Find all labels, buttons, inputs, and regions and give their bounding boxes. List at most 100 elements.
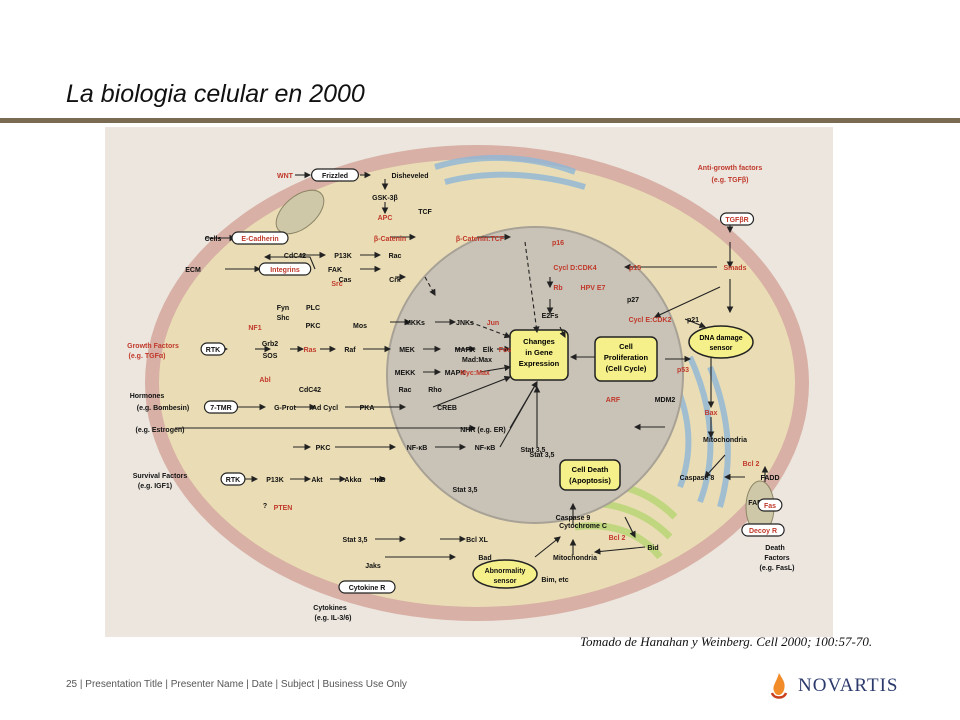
citation: Tomado de Hanahan y Weinberg. Cell 2000;… xyxy=(580,634,873,649)
node-label-raf: Raf xyxy=(344,347,356,354)
node-dishev: Disheveled xyxy=(392,173,429,180)
node-tgfbr: TGFβR xyxy=(719,212,755,226)
node-mos: Mos xyxy=(353,323,367,330)
diagram-svg: Changes in Gene Expression Cell Prolifer… xyxy=(105,127,833,637)
node-agf2: (e.g. TGFβ) xyxy=(712,177,749,184)
node-akt: Akt xyxy=(311,477,323,484)
node-fap: FAP xyxy=(748,500,762,507)
node-df3: (e.g. FasL) xyxy=(759,565,794,572)
node-hormones: Hormones xyxy=(130,393,165,400)
node-label-p15: p15 xyxy=(629,265,641,272)
node-q: ? xyxy=(263,503,267,510)
node-adcyc: Ad Cycl xyxy=(312,405,338,412)
node-label-rtk2: RTK xyxy=(226,477,240,484)
node-label-raca: Rac xyxy=(389,253,402,260)
node-label-nf1: NF1 xyxy=(248,325,261,332)
abnormality-sensor xyxy=(472,559,538,589)
node-label-hormones: Hormones xyxy=(130,393,165,400)
node-casp9: Caspase 9 xyxy=(556,515,591,522)
node-label-mito1: Mitochondria xyxy=(703,437,747,444)
node-label-df2: Factors xyxy=(764,555,789,562)
node-bomb: (e.g. Bombesin) xyxy=(137,405,190,412)
node-pkca: PKC xyxy=(306,323,321,330)
node-label-cdc42b: CdC42 xyxy=(299,387,321,394)
node-label-tmr: 7-TMR xyxy=(210,405,231,412)
node-mito2: Mitochondria xyxy=(553,555,597,562)
node-elk: Elk xyxy=(483,347,494,354)
node-bcat: β-Catenin xyxy=(374,236,406,243)
node-label-gprot: G-Prot xyxy=(274,405,296,412)
node-bcl2a: Bcl 2 xyxy=(743,461,760,468)
node-cdc42a: CdC42 xyxy=(284,253,306,260)
node-rb: Rb xyxy=(553,285,562,292)
node-label-abn2: sensor xyxy=(494,578,517,585)
node-label-mos: Mos xyxy=(353,323,367,330)
node-pill-tmr xyxy=(203,400,239,414)
node-label-cytc: Cytochrome C xyxy=(559,523,607,530)
node-mdm2: MDM2 xyxy=(655,397,676,404)
node-bad: Bad xyxy=(478,555,491,562)
logo-wordmark: NOVARTIS xyxy=(798,675,899,696)
node-pill-integrins xyxy=(258,262,312,276)
svg-text:(Cell Cycle): (Cell Cycle) xyxy=(606,364,647,373)
node-label-casp9: Caspase 9 xyxy=(556,515,591,522)
node-integrins: Integrins xyxy=(258,262,312,276)
node-label-cycle: Cycl E:CDK2 xyxy=(629,317,672,324)
node-abl: Abl xyxy=(259,377,270,384)
node-p27: p27 xyxy=(627,297,639,304)
node-stat35a: Stat 3,5 xyxy=(521,447,546,454)
node-abn1: Abnormality xyxy=(485,568,526,575)
node-label-stat35b: Stat 3,5 xyxy=(453,487,478,494)
node-label-p27: p27 xyxy=(627,297,639,304)
node-label-crk: Crk xyxy=(389,277,401,284)
node-abn2: sensor xyxy=(494,578,517,585)
node-decoy: Decoy R xyxy=(741,523,785,537)
node-mek: MEK xyxy=(399,347,415,354)
node-label-p16: p16 xyxy=(552,240,564,247)
node-src: Src xyxy=(331,281,342,288)
node-cycld: Cycl D:CDK4 xyxy=(553,265,596,272)
node-gf: Growth Factors xyxy=(127,343,179,350)
node-label-pkcb: PKC xyxy=(316,445,331,452)
node-apc: APC xyxy=(378,215,393,222)
node-fadd: FADD xyxy=(760,475,779,482)
node-label-p13kb: P13K xyxy=(266,477,284,484)
node-crk: Crk xyxy=(389,277,401,284)
node-label-akt: Akt xyxy=(311,477,323,484)
node-mapk1: MAPK xyxy=(455,347,476,354)
node-arf: ARF xyxy=(606,397,621,404)
node-label-casp8: Caspase 8 xyxy=(680,475,715,482)
node-label-gf: Growth Factors xyxy=(127,343,179,350)
node-nfkb2: NF-κB xyxy=(475,445,496,452)
node-label-mkks: MKKs xyxy=(405,320,425,327)
cell-proliferation-box: Cell Proliferation (Cell Cycle) xyxy=(594,336,658,382)
node-jaks: Jaks xyxy=(365,563,381,570)
node-fak: FAK xyxy=(328,267,342,274)
node-label-gf2: (e.g. TGFα) xyxy=(129,353,166,360)
node-bax: Bax xyxy=(705,410,718,417)
node-label-nhr: NHR (e.g. ER) xyxy=(460,427,506,434)
node-label-adcyc: Ad Cycl xyxy=(312,405,338,412)
node-label-bcat: β-Catenin xyxy=(374,236,406,243)
node-label-jaks: Jaks xyxy=(365,563,381,570)
node-label-nfkb1: NF-κB xyxy=(407,445,428,452)
node-fas: Fas xyxy=(757,498,783,512)
flame-icon xyxy=(770,673,788,699)
node-label-ecad: E-Cadherin xyxy=(241,236,278,243)
node-p53: p53 xyxy=(677,367,689,374)
node-pill-ecad xyxy=(231,231,289,245)
node-pill-frizzled xyxy=(311,168,360,182)
node-label-cyto: Cytokines xyxy=(313,605,347,612)
node-label-bid: Bid xyxy=(647,545,658,552)
node-cytc: Cytochrome C xyxy=(559,523,607,530)
node-mycmax: Myc:Max xyxy=(460,370,490,377)
node-frizzled: Frizzled xyxy=(311,168,360,182)
node-pka: PKA xyxy=(360,405,375,412)
node-label-df3: (e.g. FasL) xyxy=(759,565,794,572)
node-label-stat35a: Stat 3,5 xyxy=(521,447,546,454)
node-mkks: MKKs xyxy=(405,320,425,327)
node-stat35d: Stat 3,5 xyxy=(530,452,555,459)
node-pill-decoy xyxy=(741,523,785,537)
node-shc: Shc xyxy=(277,315,290,322)
